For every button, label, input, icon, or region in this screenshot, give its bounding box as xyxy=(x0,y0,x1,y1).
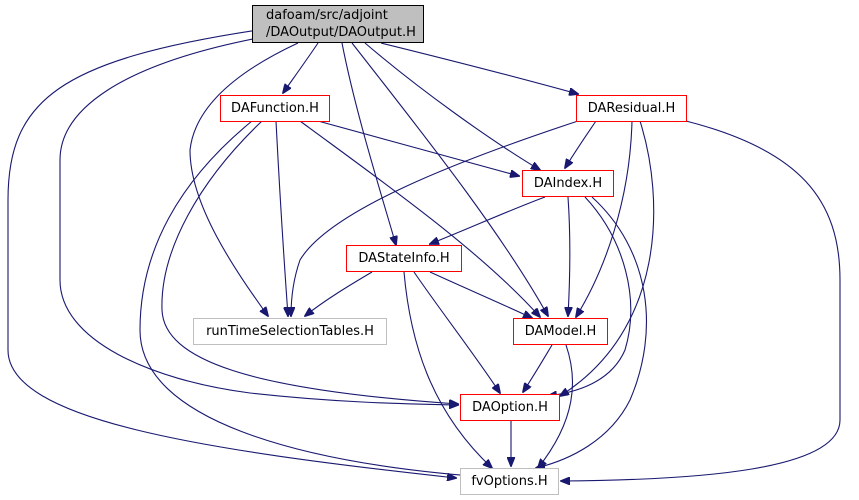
edge-daresidual-damodel xyxy=(576,120,633,317)
node-runtimeselectiontables[interactable]: runTimeSelectionTables.H xyxy=(193,318,387,345)
edge-daoutput-fvoptions xyxy=(7,29,456,478)
node-daresidual[interactable]: DAResidual.H xyxy=(576,95,687,122)
edge-daoutput-daresidual xyxy=(380,42,578,94)
node-daindex[interactable]: DAIndex.H xyxy=(522,170,614,197)
node-daoutput: dafoam/src/adjoint /DAOutput/DAOutput.H xyxy=(252,5,424,43)
edge-daindex-dastateinfo xyxy=(430,196,546,244)
edge-dastateinfo-daoption xyxy=(413,271,500,393)
edge-daresidual-runtime xyxy=(291,120,579,316)
edge-daoutput-daoption xyxy=(59,37,458,405)
edge-daoutput-damodel xyxy=(351,42,548,316)
edge-dastateinfo-fvoptions xyxy=(403,271,492,468)
edge-daoutput-dastateinfo xyxy=(341,42,396,245)
edge-daindex-fvoptions xyxy=(536,196,648,468)
edge-dafunction-fvoptions xyxy=(139,120,472,476)
edge-dafunction-runtime xyxy=(275,120,288,316)
node-daoutput-line1: dafoam/src/adjoint xyxy=(266,8,388,23)
node-daoutput-line2: /DAOutput/DAOutput.H xyxy=(266,25,416,40)
edge-dafunction-daoption xyxy=(161,120,458,404)
edge-daoutput-daindex xyxy=(364,42,540,170)
edge-damodel-daoption xyxy=(523,344,553,392)
edge-daresidual-daoption xyxy=(560,120,655,396)
edge-dastateinfo-damodel xyxy=(429,271,532,318)
node-daoption[interactable]: DAOption.H xyxy=(460,394,560,421)
edge-dastateinfo-runtime xyxy=(305,271,373,316)
node-dastateinfo[interactable]: DAStateInfo.H xyxy=(346,245,462,272)
edge-daoutput-dafunction xyxy=(283,42,319,93)
node-dafunction[interactable]: DAFunction.H xyxy=(220,95,330,122)
edge-daindex-damodel xyxy=(568,196,570,316)
edge-damodel-fvoptions xyxy=(538,344,574,468)
edge-daresidual-daindex xyxy=(565,120,597,168)
edge-dafunction-daindex xyxy=(317,120,519,176)
edge-daoutput-runtime xyxy=(189,42,299,316)
node-damodel[interactable]: DAModel.H xyxy=(513,318,608,345)
edge-dafunction-damodel xyxy=(299,120,540,317)
node-fvoptions[interactable]: fvOptions.H xyxy=(460,468,559,495)
edge-daindex-daoption xyxy=(548,196,632,396)
edge-daresidual-fvoptions xyxy=(561,120,841,481)
